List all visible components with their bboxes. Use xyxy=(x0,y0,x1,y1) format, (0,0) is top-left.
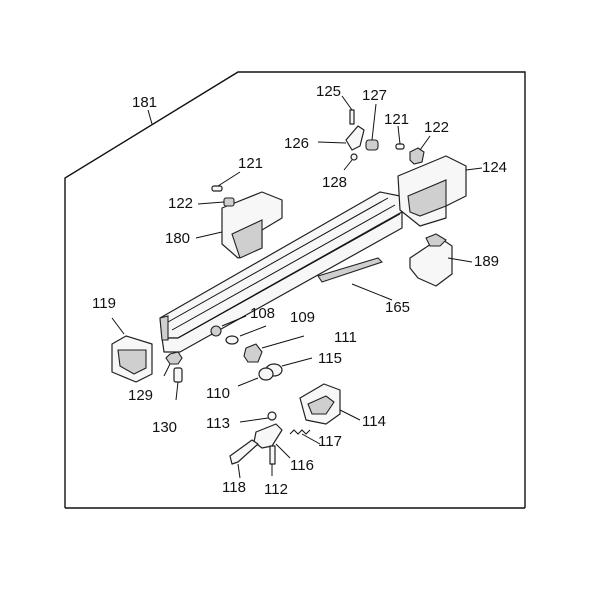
part-label: 108 xyxy=(250,305,275,322)
part-label: 117 xyxy=(318,433,342,450)
part-117-spring: 117 xyxy=(289,429,342,450)
part-114-clamp: 114 xyxy=(299,383,386,430)
part-label: 119 xyxy=(92,295,116,312)
part-label: 112 xyxy=(264,481,288,498)
part-115-ring: 115 xyxy=(265,350,342,377)
assembly-label: 181 xyxy=(132,94,157,111)
main-rail xyxy=(159,191,403,353)
part-113-nut: 113 xyxy=(206,411,277,432)
part-121-122-left: 121 122 xyxy=(168,155,263,212)
part-189-bracket: 189 xyxy=(409,233,499,287)
part-label: 128 xyxy=(322,174,347,191)
part-126-latch: 126 xyxy=(284,125,365,152)
part-label: 121 xyxy=(384,111,409,128)
part-127-spring: 127 xyxy=(362,87,387,151)
part-112-pin: 112 xyxy=(264,445,288,498)
part-label: 180 xyxy=(165,230,190,247)
part-116-lever: 116 xyxy=(253,423,314,474)
assembly-frame: 181 xyxy=(64,71,526,509)
part-label: 113 xyxy=(206,415,230,432)
part-label: 122 xyxy=(424,119,449,136)
part-128-nut: 128 xyxy=(322,153,358,191)
part-125-pin: 125 xyxy=(316,83,355,125)
part-label: 114 xyxy=(362,413,386,430)
part-label: 121 xyxy=(238,155,263,172)
part-130-bolt: 130 xyxy=(152,367,183,436)
part-110-collar: 110 xyxy=(206,367,274,402)
part-118-handle: 118 xyxy=(222,439,259,496)
part-180-endcap: 180 xyxy=(165,191,283,259)
part-label: 109 xyxy=(290,309,315,326)
part-121-122-right: 121 122 xyxy=(384,111,449,165)
part-124-endcap: 124 xyxy=(397,155,507,227)
part-label: 124 xyxy=(482,159,507,176)
part-label: 111 xyxy=(334,329,357,346)
part-label: 129 xyxy=(128,387,153,404)
part-label: 127 xyxy=(362,87,387,104)
part-108-screw: 108 xyxy=(210,305,275,337)
part-label: 122 xyxy=(168,195,193,212)
part-label: 130 xyxy=(152,419,177,436)
part-label: 126 xyxy=(284,135,309,152)
part-label: 165 xyxy=(385,299,410,316)
part-109-washer: 109 xyxy=(225,309,315,345)
part-label: 115 xyxy=(318,350,342,367)
part-119-cap: 119 xyxy=(92,295,153,383)
part-129-nut: 129 xyxy=(128,351,183,404)
part-label: 118 xyxy=(222,479,246,496)
part-label: 125 xyxy=(316,83,341,100)
part-label: 110 xyxy=(206,385,230,402)
part-111-knob: 111 xyxy=(243,329,357,363)
part-label: 116 xyxy=(290,457,314,474)
part-165-strip: 165 xyxy=(317,257,410,316)
part-label: 189 xyxy=(474,253,499,270)
